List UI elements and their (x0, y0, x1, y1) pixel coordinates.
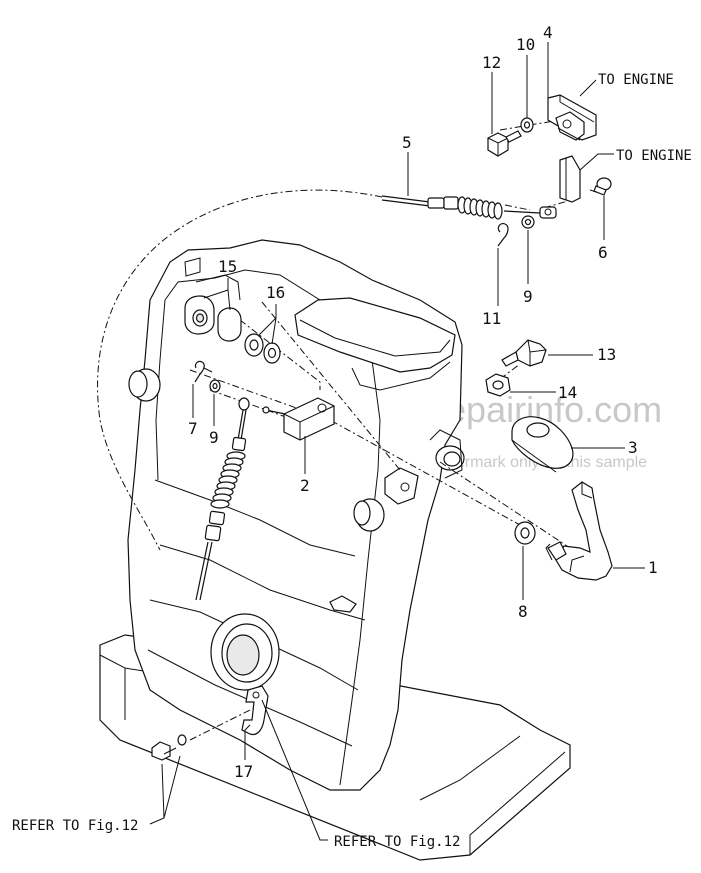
label-part-4: 4 (543, 23, 553, 42)
label-part-17: 17 (234, 762, 253, 781)
label-part-15: 15 (218, 257, 237, 276)
label-part-7: 7 (188, 419, 198, 438)
part-1-control-lever (545, 481, 613, 581)
label-part-14: 14 (558, 383, 577, 402)
part-7-snap-pin (194, 360, 213, 383)
part-8-spacer-washer (514, 521, 536, 545)
callout-texts: TO ENGINE TO ENGINE REFER TO Fig.12 REFE… (12, 72, 692, 850)
label-part-11: 11 (482, 309, 501, 328)
label-part-5: 5 (402, 133, 412, 152)
callout-to-engine-mid: TO ENGINE (616, 148, 692, 164)
engine-link-arm (559, 155, 581, 203)
label-part-16: 16 (266, 283, 285, 302)
label-part-1: 1 (648, 558, 658, 577)
label-part-10: 10 (516, 35, 535, 54)
part-14-nut (485, 373, 511, 397)
label-part-6: 6 (598, 243, 608, 262)
part-9-washer-upper (521, 215, 535, 229)
part-5-throttle-cable-upper (381, 195, 557, 220)
bottom-screw-and-washer (151, 734, 187, 761)
part-10-washer (520, 117, 534, 133)
label-part-13: 13 (597, 345, 616, 364)
label-part-3: 3 (628, 438, 638, 457)
part-11-snap-pin (497, 223, 509, 247)
part-9-washer-lower (209, 379, 221, 393)
label-part-9-lower: 9 (209, 428, 219, 447)
part-4-bracket-plate (547, 94, 597, 141)
callout-to-engine-top: TO ENGINE (598, 72, 674, 88)
label-part-12: 12 (482, 53, 501, 72)
part-2-lever-bracket (262, 397, 335, 441)
part-12-bolt (487, 130, 522, 157)
part-17-clamp (241, 685, 269, 736)
part-15-bushings (184, 295, 242, 342)
throttle-cable-lower (195, 397, 250, 601)
part-16-washers (244, 333, 281, 364)
label-part-8: 8 (518, 602, 528, 621)
callout-refer-bottom: REFER TO Fig.12 (334, 834, 460, 850)
callout-refer-left: REFER TO Fig.12 (12, 818, 138, 834)
leader-lines (149, 42, 645, 841)
part-6-screw (589, 177, 612, 196)
part-13-bolt (501, 339, 547, 367)
label-part-2: 2 (300, 476, 310, 495)
part-number-labels: 4 10 12 5 6 9 11 15 16 13 14 7 9 3 2 1 8… (188, 23, 658, 781)
transmission-housing (99, 239, 571, 861)
label-part-9-upper: 9 (523, 287, 533, 306)
